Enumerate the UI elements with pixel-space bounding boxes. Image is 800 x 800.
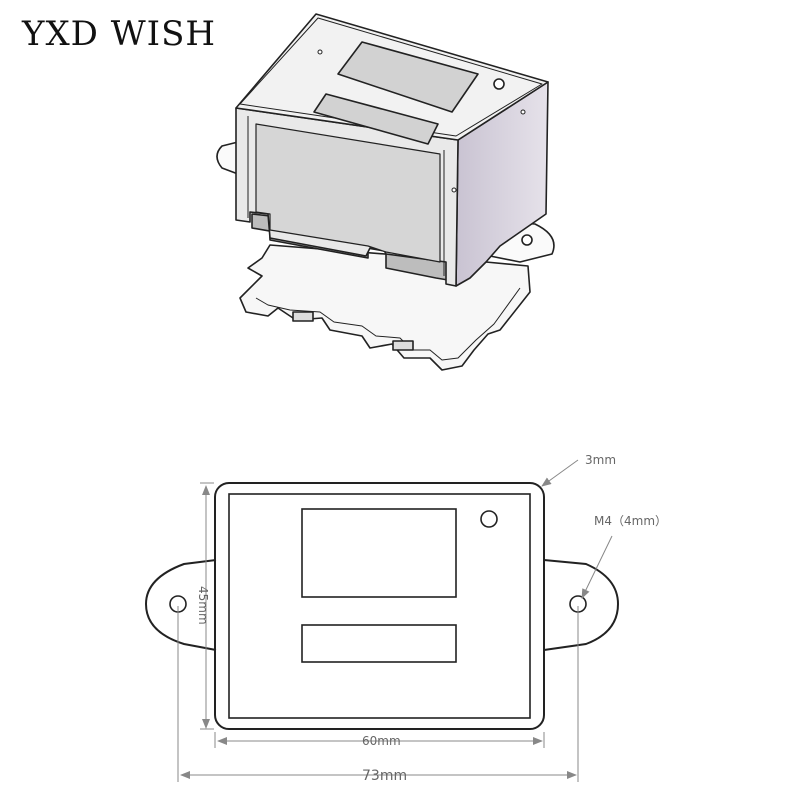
screw-dot-2	[520, 109, 526, 115]
screw-dot-1	[317, 49, 323, 55]
mount-hole-leader	[581, 535, 613, 599]
total-width-label: 73mm	[362, 768, 407, 784]
housing-side-face	[455, 81, 549, 287]
left-mount-ear	[216, 141, 239, 175]
mount-hole-label: M4（4mm）	[594, 514, 667, 528]
pcb-connector-2	[392, 340, 414, 351]
isometric-view	[216, 13, 555, 371]
brand-watermark: YXD WISH	[22, 14, 217, 54]
dimension-lines	[177, 459, 613, 782]
pcb-inner-edge	[255, 287, 521, 361]
front-view	[144, 482, 620, 730]
corner-radius-leader	[541, 459, 579, 487]
corner-radius-label: 3mm	[585, 453, 616, 467]
pcb-connector-1	[292, 311, 314, 322]
front-window	[255, 123, 441, 263]
display-window-lower	[313, 93, 439, 145]
pcb-board	[239, 244, 531, 371]
display-window-upper	[337, 41, 479, 113]
mounting-flange	[144, 559, 620, 651]
front-indicator-hole	[480, 510, 498, 528]
front-display-lower	[301, 624, 457, 663]
inner-body	[228, 493, 531, 719]
front-display-upper	[301, 508, 457, 598]
height-label: 45mm	[196, 586, 210, 625]
inner-width-label: 60mm	[362, 734, 401, 748]
screw-dot-3	[451, 187, 457, 193]
outer-body	[214, 482, 545, 730]
right-mount-hole	[521, 234, 533, 246]
indicator-hole	[493, 78, 505, 90]
